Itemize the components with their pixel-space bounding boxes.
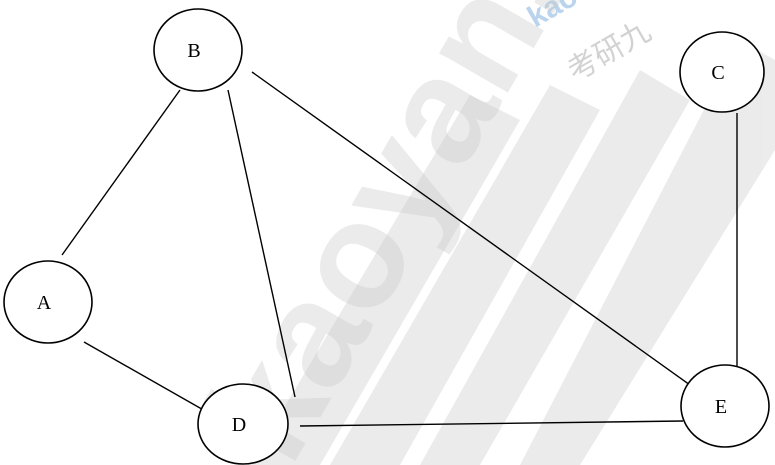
node-label-a: A [37, 292, 52, 314]
node-label-e: E [715, 396, 727, 418]
edge-b-d [227, 89, 296, 398]
edge-d-e [299, 420, 684, 427]
graph-edges [61, 71, 738, 427]
node-label-d: D [232, 414, 246, 436]
watermark-stripes [250, 40, 775, 465]
edge-a-b [61, 89, 181, 256]
node-circle-e [680, 364, 770, 448]
node-a: A [3, 260, 93, 344]
node-circle-b [153, 8, 243, 92]
node-b: B [153, 8, 243, 92]
graph-nodes: A B C D E [3, 8, 770, 465]
node-d: D [197, 383, 289, 465]
node-e: E [680, 364, 770, 448]
node-label-c: C [711, 62, 724, 84]
edge-a-d [83, 341, 208, 413]
edge-b-e [251, 71, 691, 386]
node-label-b: B [187, 40, 200, 62]
node-circle-d [197, 383, 289, 465]
node-circle-c [679, 31, 765, 113]
node-circle-a [3, 260, 93, 344]
node-c: C [679, 31, 765, 113]
